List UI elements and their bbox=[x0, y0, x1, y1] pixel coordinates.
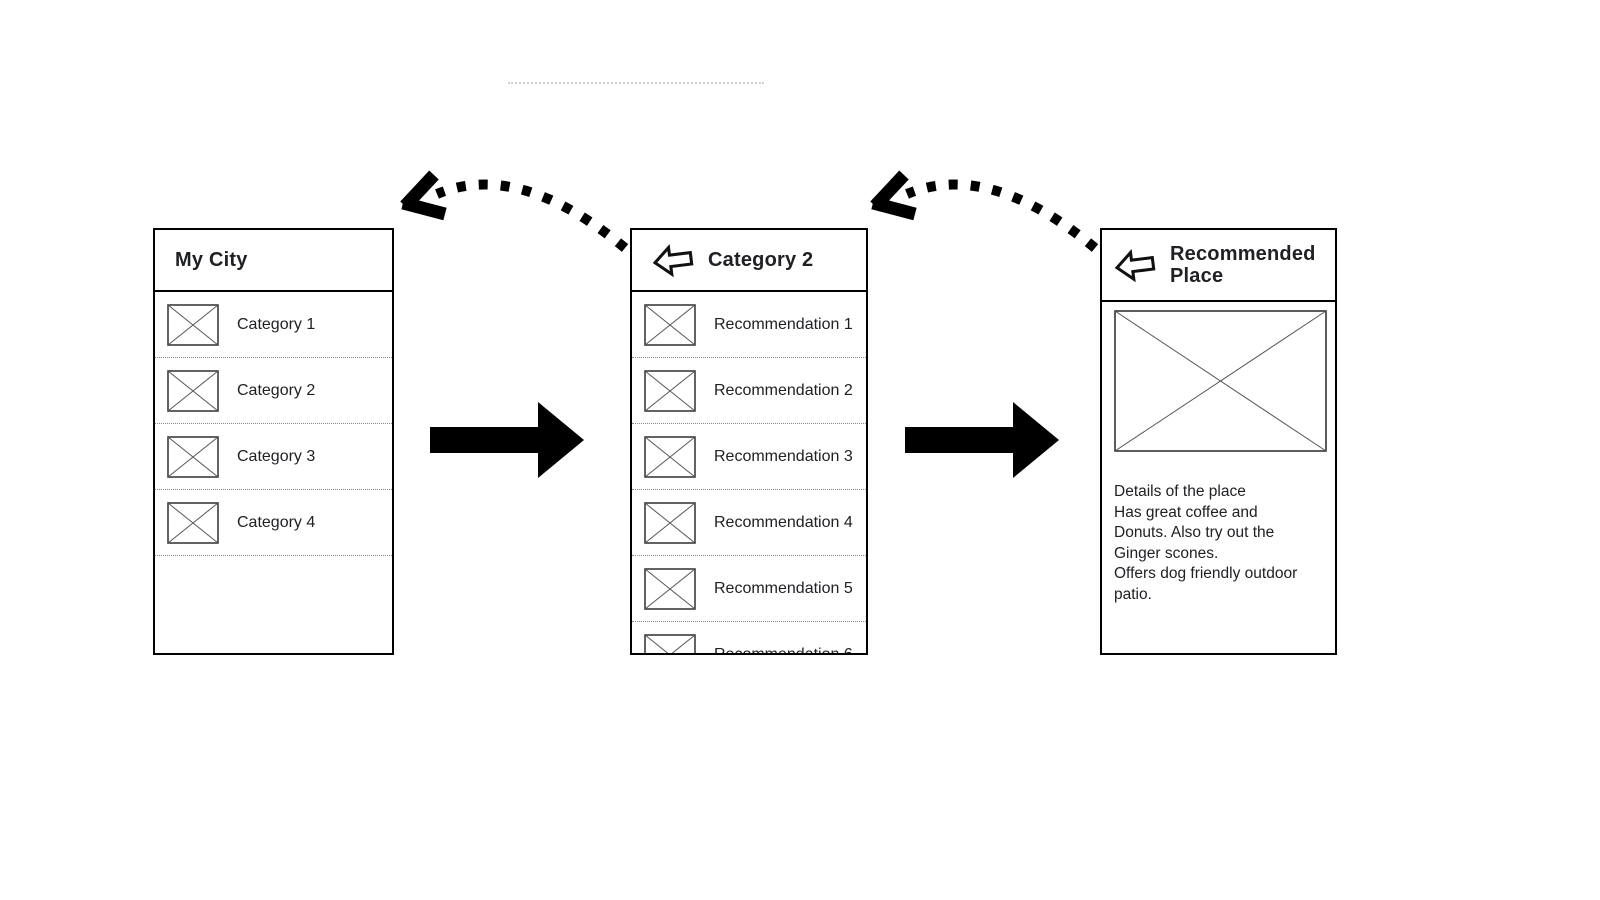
list-item-recommendation-1: Recommendation 1 bbox=[632, 292, 866, 358]
list-item-recommendation-3: Recommendation 3 bbox=[632, 424, 866, 490]
recommendation-list: Recommendation 1 Recommendation 2 Recomm… bbox=[632, 292, 866, 655]
list-item-category-2: Category 2 bbox=[155, 358, 392, 424]
screen-recommended-place: Recommended Place Details of the place H… bbox=[1100, 228, 1337, 655]
forward-arrow-2 bbox=[905, 402, 1059, 478]
list-item-label: Recommendation 6 bbox=[714, 645, 853, 655]
list-item-label: Category 1 bbox=[237, 315, 316, 333]
list-item-recommendation-6: Recommendation 6 bbox=[632, 622, 866, 655]
list-item-category-1: Category 1 bbox=[155, 292, 392, 358]
list-item-category-4: Category 4 bbox=[155, 490, 392, 556]
list-item-recommendation-2: Recommendation 2 bbox=[632, 358, 866, 424]
recommended-place-header: Recommended Place bbox=[1102, 230, 1335, 302]
details-line: Details of the place bbox=[1114, 483, 1246, 500]
screen-my-city: My City Category 1 Category 2 bbox=[153, 228, 394, 655]
category-2-title: Category 2 bbox=[708, 249, 814, 271]
image-placeholder-icon bbox=[644, 567, 696, 610]
category-list: Category 1 Category 2 Category 3 bbox=[155, 292, 392, 556]
list-item-label: Recommendation 1 bbox=[714, 315, 853, 333]
details-line: Ginger scones. bbox=[1114, 544, 1219, 562]
list-item-label: Category 2 bbox=[237, 381, 316, 399]
back-arrow-icon bbox=[1114, 248, 1156, 282]
details-line: Offers dog friendly outdoor bbox=[1114, 565, 1298, 583]
details-line: Donuts. Also try out the bbox=[1114, 524, 1275, 542]
list-item-label: Recommendation 3 bbox=[714, 447, 853, 465]
image-placeholder-icon bbox=[167, 501, 219, 544]
image-placeholder-icon bbox=[167, 369, 219, 412]
place-image-placeholder bbox=[1114, 310, 1327, 452]
recommended-place-title: Recommended Place bbox=[1170, 243, 1316, 287]
faint-dotted-line bbox=[508, 82, 764, 84]
list-item-category-3: Category 3 bbox=[155, 424, 392, 490]
my-city-header: My City bbox=[155, 230, 392, 292]
list-item-label: Category 4 bbox=[237, 513, 316, 531]
details-line: patio. bbox=[1114, 585, 1152, 603]
back-arrow-icon bbox=[652, 243, 694, 277]
image-placeholder-icon bbox=[644, 369, 696, 412]
back-navigation-arrow-2 bbox=[870, 170, 1099, 252]
list-item-label: Category 3 bbox=[237, 447, 316, 465]
image-placeholder-icon bbox=[644, 501, 696, 544]
list-item-label: Recommendation 5 bbox=[714, 579, 853, 597]
place-detail-body: Details of the place Has great coffee an… bbox=[1102, 302, 1335, 606]
image-placeholder-icon bbox=[644, 633, 696, 653]
screen-category-2: Category 2 Recommendation 1 Recommendati… bbox=[630, 228, 868, 655]
list-item-label: Recommendation 2 bbox=[714, 381, 853, 399]
image-placeholder-icon bbox=[644, 435, 696, 478]
category-2-header: Category 2 bbox=[632, 230, 866, 292]
image-placeholder-icon bbox=[644, 303, 696, 346]
place-details-text: Details of the place Has great coffee an… bbox=[1114, 482, 1323, 606]
list-item-recommendation-5: Recommendation 5 bbox=[632, 556, 866, 622]
my-city-title: My City bbox=[175, 249, 248, 271]
forward-arrow-1 bbox=[430, 402, 584, 478]
list-item-label: Recommendation 4 bbox=[714, 513, 853, 531]
details-line: Has great coffee and bbox=[1114, 503, 1258, 521]
list-item-recommendation-4: Recommendation 4 bbox=[632, 490, 866, 556]
image-placeholder-icon bbox=[167, 435, 219, 478]
back-navigation-arrow-1 bbox=[400, 170, 629, 252]
image-placeholder-icon bbox=[167, 303, 219, 346]
